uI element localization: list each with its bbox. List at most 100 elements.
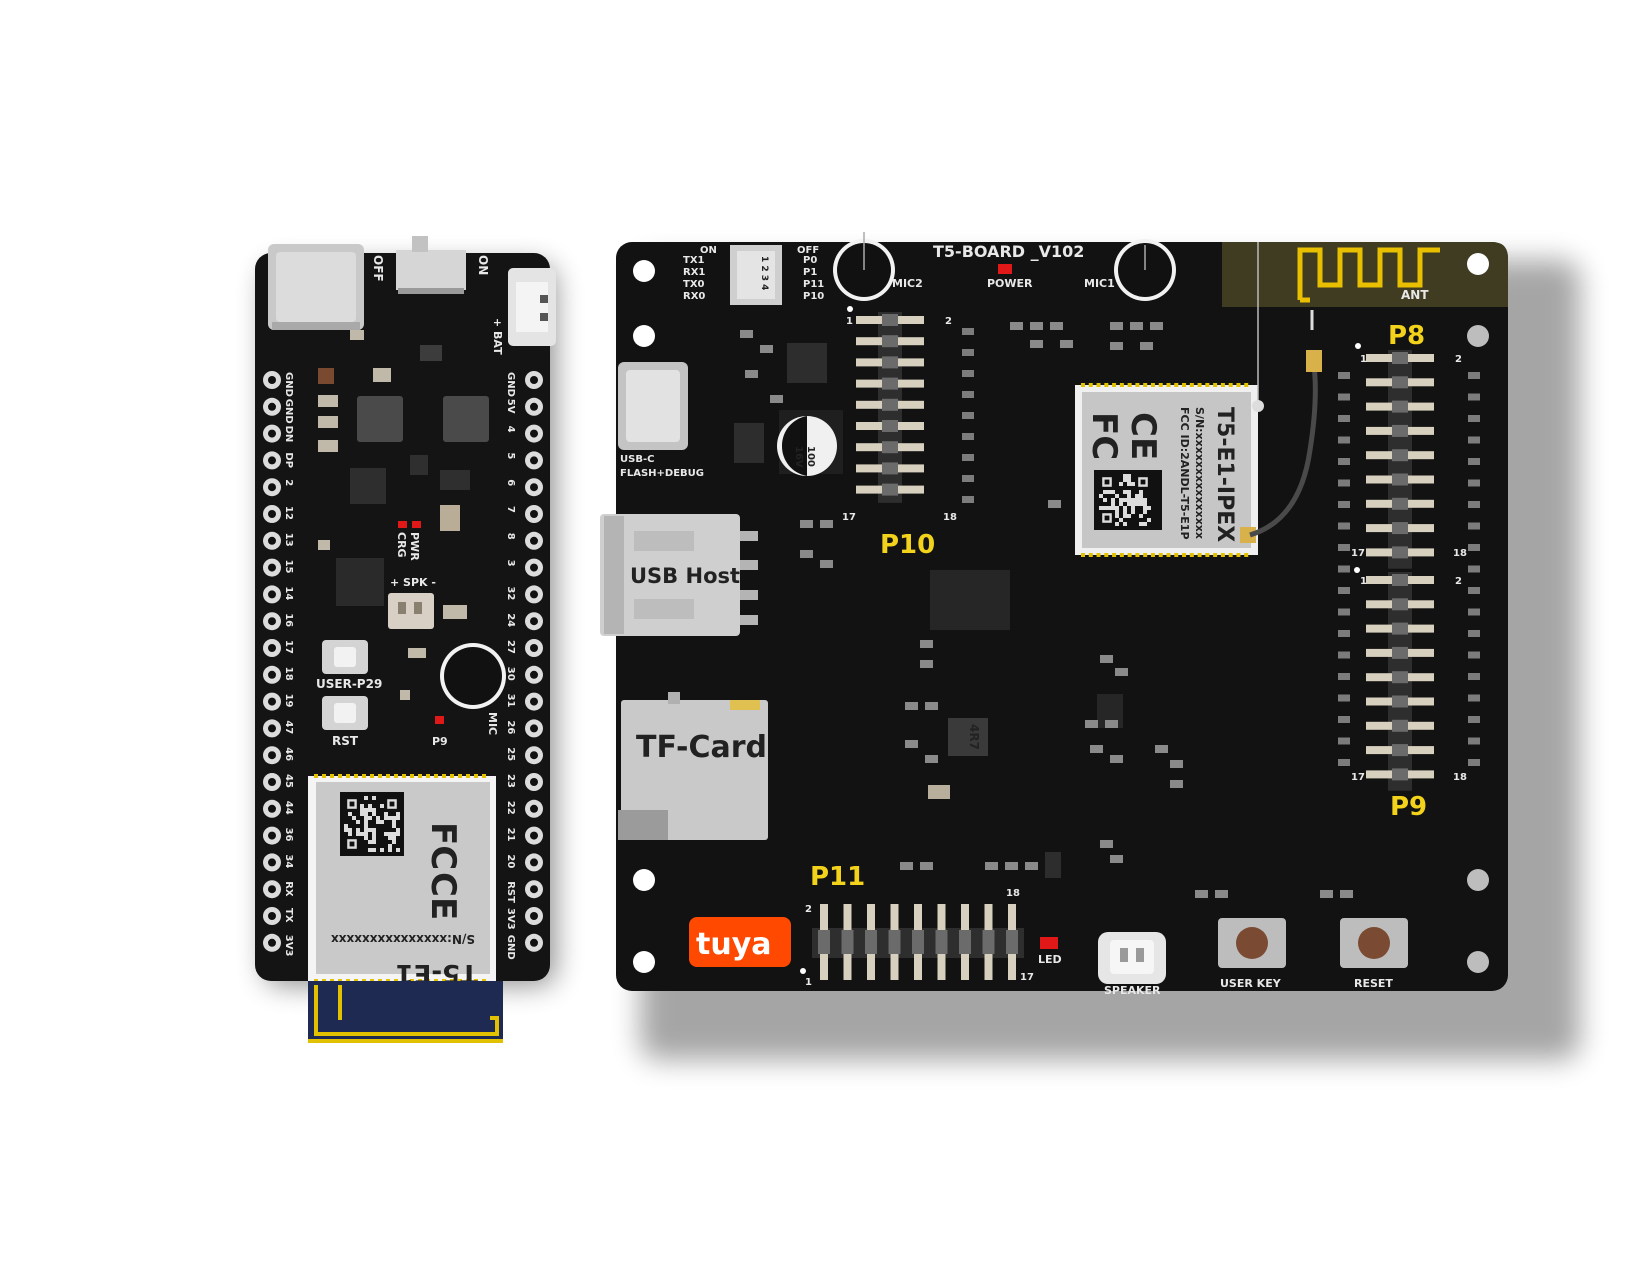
svg-text:17: 17 <box>1351 772 1365 783</box>
pin-label: 25 <box>505 747 516 761</box>
pin-label: TX <box>283 908 294 923</box>
pin-label: 12 <box>283 506 294 520</box>
left-pin-header: GNDGNDDNDP21213151416171819474645443634R… <box>263 371 294 956</box>
dip-off-label: OFF <box>797 245 819 256</box>
pin1-markers <box>800 306 1361 974</box>
pin-label: 16 <box>283 613 294 627</box>
antenna-cable <box>1249 242 1322 538</box>
svg-text:18: 18 <box>1453 772 1467 783</box>
svg-text:1: 1 <box>846 316 853 327</box>
svg-text:2: 2 <box>945 316 952 327</box>
svg-text:1: 1 <box>1360 354 1367 365</box>
p8-header <box>1366 350 1434 569</box>
pin-label: RST <box>505 881 516 903</box>
pin-label: 3 <box>505 560 516 567</box>
pin-label: GND <box>505 372 516 397</box>
dip-switch[interactable] <box>730 245 782 305</box>
pin-label: 18 <box>283 667 294 681</box>
pin-label: RX <box>283 881 294 897</box>
pin-label: 13 <box>283 533 294 547</box>
mic2-icon <box>833 232 895 301</box>
pin-label: GND <box>505 935 516 960</box>
dip-left-label: RX0 <box>683 291 705 302</box>
rst-button[interactable] <box>322 696 368 730</box>
pin-label: DN <box>283 426 294 443</box>
dip-numbers: 1 2 3 4 <box>759 256 769 290</box>
usb-host-label: USB Host <box>630 564 740 588</box>
speaker-label: SPEAKER <box>1104 984 1161 997</box>
usb-host-port <box>600 514 758 636</box>
t5-carrier-board: ANT T5-BOARD _V102 ON OFF TX1RX1TX0RX0P0… <box>600 232 1580 1060</box>
svg-text:17: 17 <box>1351 548 1365 559</box>
mic1-label: MIC1 <box>1084 277 1115 290</box>
pin-label: 45 <box>283 774 294 788</box>
pwr-label: PWR <box>408 532 421 561</box>
pin-label: 47 <box>283 720 294 734</box>
crg-label: CRG <box>395 532 408 558</box>
p10-label: P10 <box>880 530 935 560</box>
dip-right-label: P11 <box>803 279 824 290</box>
power-switch[interactable] <box>396 236 466 294</box>
pin-label: 15 <box>283 560 294 574</box>
pin-label: 36 <box>283 828 294 842</box>
qr-pattern <box>344 796 400 852</box>
small-dev-board: OFF ON + BAT GNDGNDDNDP21213151416171819… <box>255 236 556 1043</box>
module-sn: S/N:xxxxxxxxxxxxxxx <box>1193 407 1206 539</box>
pin-label: 19 <box>283 694 294 708</box>
svg-text:2: 2 <box>805 904 812 915</box>
inductor-label: 4R7 <box>967 724 981 750</box>
switch-off-label: OFF <box>371 255 385 282</box>
p9-label: P9 <box>432 735 448 748</box>
p9-led <box>435 716 444 724</box>
p9-header <box>1366 572 1434 791</box>
cap-label-1: 100 <box>805 446 816 467</box>
ce-logo: CE <box>423 872 463 920</box>
user-key-label: USER KEY <box>1220 977 1282 990</box>
pin-label: 44 <box>283 801 294 815</box>
dip-right-label: P10 <box>803 291 824 302</box>
ce-logo: CE <box>1123 412 1163 460</box>
pin-number-labels: 1 2 17 18 1 2 17 18 1 2 17 18 2 18 1 17 <box>805 316 1467 988</box>
pin-label: 22 <box>505 801 516 815</box>
p11-label: P11 <box>810 862 865 892</box>
pin-label: 5V <box>505 399 516 414</box>
pin-label: 27 <box>505 640 516 654</box>
svg-text:1: 1 <box>1360 576 1367 587</box>
p11-header <box>812 904 1024 980</box>
pin-label: DP <box>283 452 294 468</box>
fcc-logo: FC <box>423 822 463 870</box>
qr-pattern <box>1099 474 1151 526</box>
pcb-antenna <box>308 981 503 1043</box>
pin-label: 21 <box>505 828 516 842</box>
user-key-button[interactable] <box>1218 918 1286 968</box>
tf-card-label: TF-Card <box>636 730 767 765</box>
battery-connector <box>508 268 556 346</box>
pin-label: GND <box>283 399 294 424</box>
reset-label: RESET <box>1354 977 1393 990</box>
svg-text:2: 2 <box>1455 576 1462 587</box>
right-pin-header: GND5V4567833224273031262523222120RST3V3G… <box>505 371 543 960</box>
module-name: T5-E1-IPEX <box>1212 407 1237 542</box>
user-p29-button[interactable] <box>322 640 368 674</box>
dip-on-label: ON <box>700 245 717 256</box>
svg-text:tuya: tuya <box>696 927 772 962</box>
switch-on-label: ON <box>476 255 490 275</box>
pin-label: 20 <box>505 854 516 868</box>
board-components <box>318 330 489 700</box>
speaker-connector <box>1098 932 1166 984</box>
svg-text:17: 17 <box>1020 972 1034 983</box>
pin-label: 32 <box>505 586 516 600</box>
pin-label: GND <box>283 372 294 397</box>
pin-label: 2 <box>283 479 294 486</box>
pin-label: 30 <box>505 667 516 681</box>
usb-c-port <box>618 362 688 450</box>
user-p29-label: USER-P29 <box>316 677 382 691</box>
reset-button[interactable] <box>1340 918 1408 968</box>
pin-label: 3V3 <box>505 908 516 930</box>
spk-label: + SPK - <box>390 576 436 589</box>
module-fcc: FCC ID:2ANDL-T5-E1P <box>1178 407 1191 540</box>
led-indicator <box>1040 937 1058 949</box>
svg-text:18: 18 <box>943 512 957 523</box>
pin-label: 3V3 <box>283 935 294 957</box>
